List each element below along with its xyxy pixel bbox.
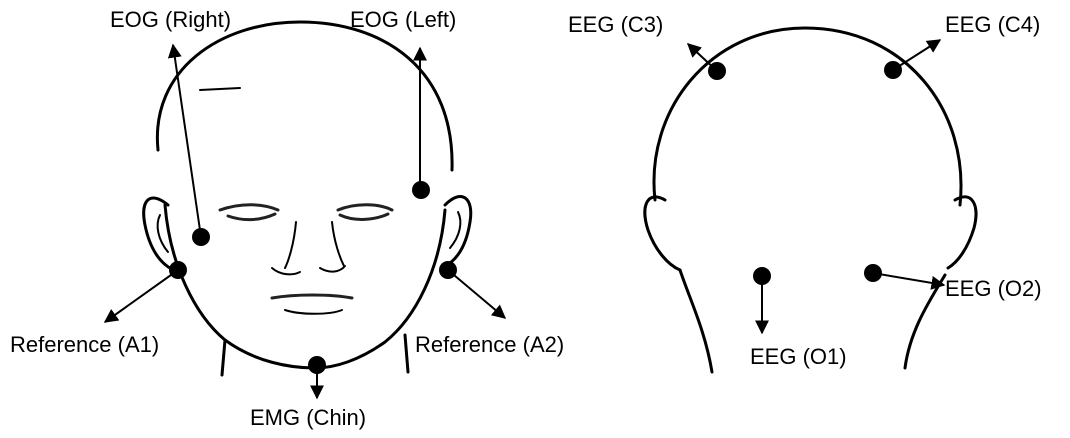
eeg-o1-label: EEG (O1) [750, 344, 847, 369]
reference-a2-electrode [439, 261, 457, 279]
front-mouth [272, 295, 352, 298]
back-head-drawing [645, 28, 976, 372]
eog-left-electrode [412, 181, 430, 199]
front-ear-right [442, 197, 471, 268]
front-eye-left [220, 205, 278, 210]
eog-right-electrode [192, 228, 210, 246]
reference-a1-label: Reference (A1) [10, 332, 159, 357]
back-electrodes [688, 40, 944, 333]
eeg-o2-electrode [864, 264, 882, 282]
back-ear-right [948, 197, 976, 268]
front-jaw-left [165, 205, 315, 368]
eeg-c4-label: EEG (C4) [945, 12, 1040, 37]
eeg-o1-electrode [753, 267, 771, 285]
front-neck-left [222, 340, 225, 375]
front-neck-right [405, 335, 408, 372]
back-neck-right [905, 275, 945, 368]
emg-chin-electrode [308, 356, 326, 374]
reference-a2-label: Reference (A2) [415, 332, 564, 357]
back-neck-left [680, 270, 712, 372]
back-ear-left [645, 197, 680, 270]
front-eye-right [338, 205, 392, 210]
eeg-c4-electrode [884, 61, 902, 79]
eeg-c3-electrode [708, 62, 726, 80]
eeg-o2-label: EEG (O2) [945, 276, 1042, 301]
eog-left-label: EOG (Left) [350, 7, 456, 32]
reference-a1-pointer [105, 270, 178, 322]
reference-a2-pointer [448, 270, 505, 318]
emg-chin-label: EMG (Chin) [250, 405, 366, 430]
eog-right-pointer [173, 45, 201, 237]
front-head-outline [157, 22, 452, 170]
front-nose [285, 222, 296, 268]
eog-right-label: EOG (Right) [110, 7, 231, 32]
eeg-o2-pointer [873, 273, 944, 285]
reference-a1-electrode [169, 261, 187, 279]
eeg-c3-label: EEG (C3) [568, 12, 663, 37]
